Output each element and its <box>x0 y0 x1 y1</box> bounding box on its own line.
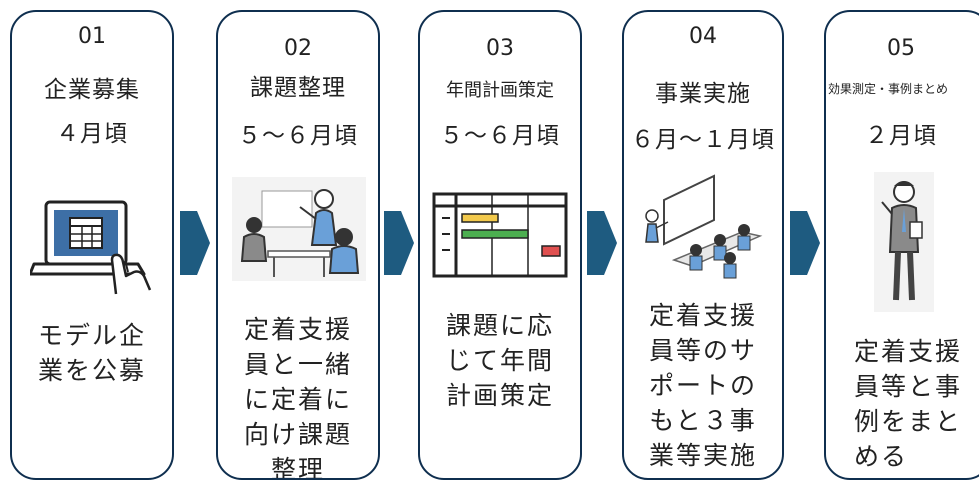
step-title: 事業実施 <box>655 81 751 107</box>
step-title: 効果測定・事例まとめ <box>828 82 949 96</box>
step-description: 定着支援 員と一緒 に定着に 向け課題 整理 <box>243 315 352 480</box>
arrow-right-icon <box>790 211 820 275</box>
step-number: 01 <box>78 24 106 49</box>
step-period: ４月頃 <box>56 121 128 147</box>
step-number: 04 <box>689 24 717 49</box>
step-period: ５～６月頃 <box>440 123 560 149</box>
step-title: 課題整理 <box>250 75 346 101</box>
step-card-03: 03 年間計画策定 ５～６月頃 課題に応 じて年間 計画策定 <box>418 10 582 480</box>
step-number: 03 <box>486 36 514 61</box>
meeting-illustration <box>232 177 366 281</box>
arrow-right-icon <box>587 211 617 275</box>
step-title: 企業募集 <box>44 77 140 103</box>
step-description: 定着支援 員等と事 例をまと める <box>854 337 963 471</box>
seminar-illustration <box>645 174 763 279</box>
arrow-right-icon <box>180 211 210 275</box>
step-description: 課題に応 じて年間 計画策定 <box>445 311 554 410</box>
step-card-05: 05 効果測定・事例まとめ ２月頃 定着支援 員等と事 例をまと める <box>824 10 979 480</box>
step-description: モデル企 業を公募 <box>37 321 146 385</box>
gantt-chart-icon <box>432 192 568 278</box>
step-period: ５～６月頃 <box>238 123 358 149</box>
step-number: 05 <box>887 36 915 61</box>
step-card-04: 04 事業実施 ６月～１月頃 定着支援 員等のサ ポートの もと３事 業等実施 <box>622 10 784 480</box>
step-description: 定着支援 員等のサ ポートの もと３事 業等実施 <box>648 301 757 470</box>
step-card-02: 02 課題整理 ５～６月頃 定着支援 員と一緒 に定着に 向け課題 整理 <box>216 10 380 480</box>
step-card-01: 01 企業募集 ４月頃 モデル企 業を公募 <box>10 10 174 480</box>
step-number: 02 <box>284 36 312 61</box>
laptop-click-icon <box>30 200 152 295</box>
presenter-illustration <box>874 172 934 312</box>
step-period: ２月頃 <box>865 123 937 149</box>
arrow-right-icon <box>384 211 414 275</box>
step-title: 年間計画策定 <box>446 80 554 101</box>
step-period: ６月～１月頃 <box>631 127 775 153</box>
